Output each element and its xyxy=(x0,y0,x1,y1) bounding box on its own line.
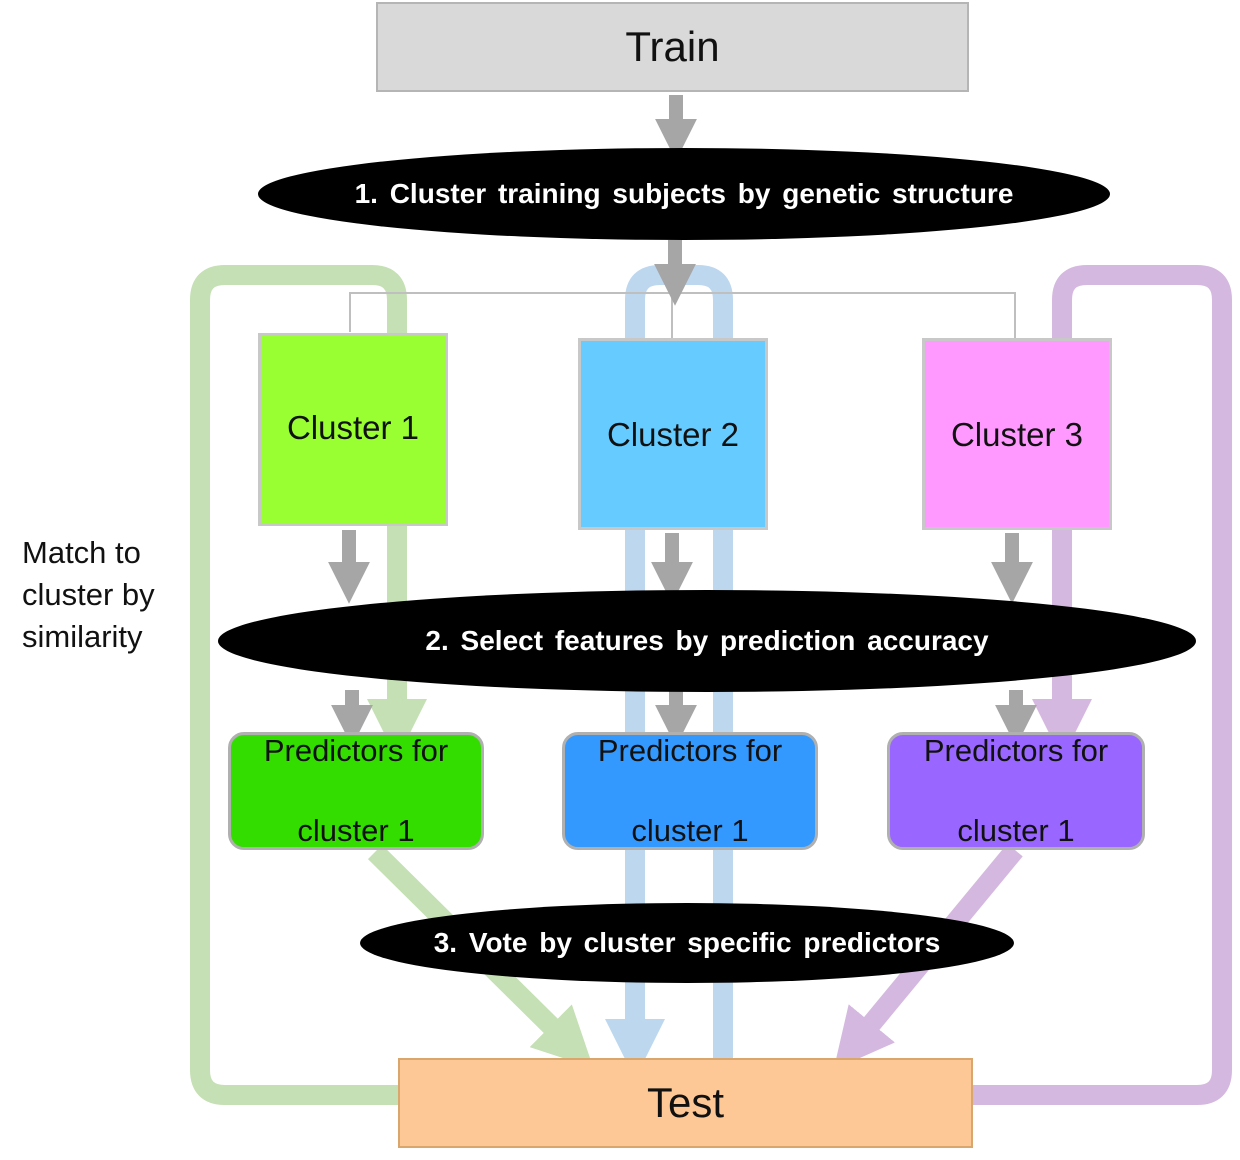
cluster-1-box: Cluster 1 xyxy=(258,333,448,526)
step3-label: 3. Vote by cluster specific predictors xyxy=(433,927,941,958)
cluster-2-label: Cluster 2 xyxy=(606,416,740,453)
step3-ellipse: 3. Vote by cluster specific predictors xyxy=(360,903,1014,983)
test-box: Test xyxy=(398,1058,973,1148)
match-path-cluster-1 xyxy=(190,265,427,1105)
predictors-2-line-1: Predictors for xyxy=(597,733,783,768)
side-label-line-3: similarity xyxy=(22,619,143,654)
cluster-2-box: Cluster 2 xyxy=(578,338,768,530)
predictors-3-line-1: Predictors for xyxy=(923,733,1109,768)
step1-label: 1. Cluster training subjects by genetic … xyxy=(354,178,1014,209)
match-path-cluster-3 xyxy=(972,265,1232,1105)
cluster-bracket xyxy=(349,292,1016,338)
side-label-line-2: cluster by xyxy=(22,577,155,612)
predictors-cluster-3-box: Predictors for cluster 1 xyxy=(887,732,1145,850)
train-label: Train xyxy=(625,23,720,70)
match-to-cluster-label: Match to cluster by similarity xyxy=(22,532,155,658)
cluster-1-label: Cluster 1 xyxy=(286,408,420,446)
predictors-1-line-1: Predictors for xyxy=(263,733,449,768)
cluster-3-label: Cluster 3 xyxy=(950,416,1084,453)
test-label: Test xyxy=(646,1079,725,1126)
step1-ellipse: 1. Cluster training subjects by genetic … xyxy=(258,148,1110,240)
side-label-line-1: Match to xyxy=(22,535,141,570)
train-box: Train xyxy=(376,2,969,92)
cluster-3-box: Cluster 3 xyxy=(922,338,1112,530)
predictors-2-line-2: cluster 1 xyxy=(631,813,749,848)
step2-label: 2. Select features by prediction accurac… xyxy=(425,625,989,656)
predictors-cluster-1-box: Predictors for cluster 1 xyxy=(228,732,484,850)
predictors-3-line-2: cluster 1 xyxy=(957,813,1075,848)
step2-ellipse: 2. Select features by prediction accurac… xyxy=(218,590,1196,692)
predictors-cluster-2-box: Predictors for cluster 1 xyxy=(562,732,818,850)
predictors-1-line-2: cluster 1 xyxy=(297,813,415,848)
